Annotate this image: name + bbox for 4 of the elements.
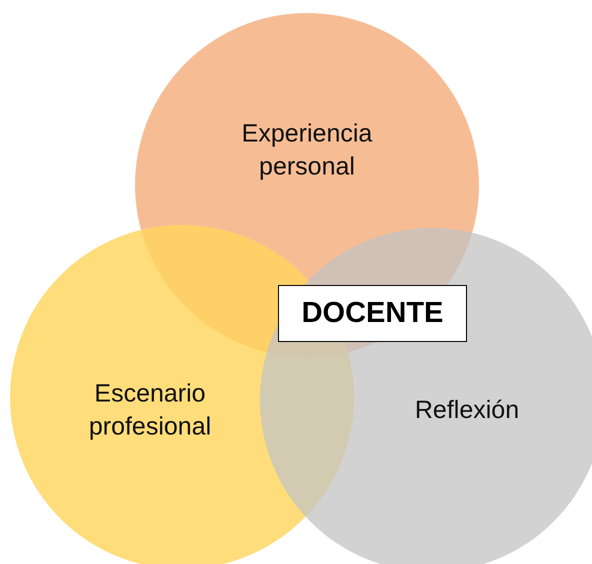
circle-label: Reflexión xyxy=(414,394,520,426)
center-label: DOCENTE xyxy=(278,285,467,342)
circle-label: Escenario profesional xyxy=(88,378,212,442)
circle-label: Experiencia personal xyxy=(240,118,374,182)
